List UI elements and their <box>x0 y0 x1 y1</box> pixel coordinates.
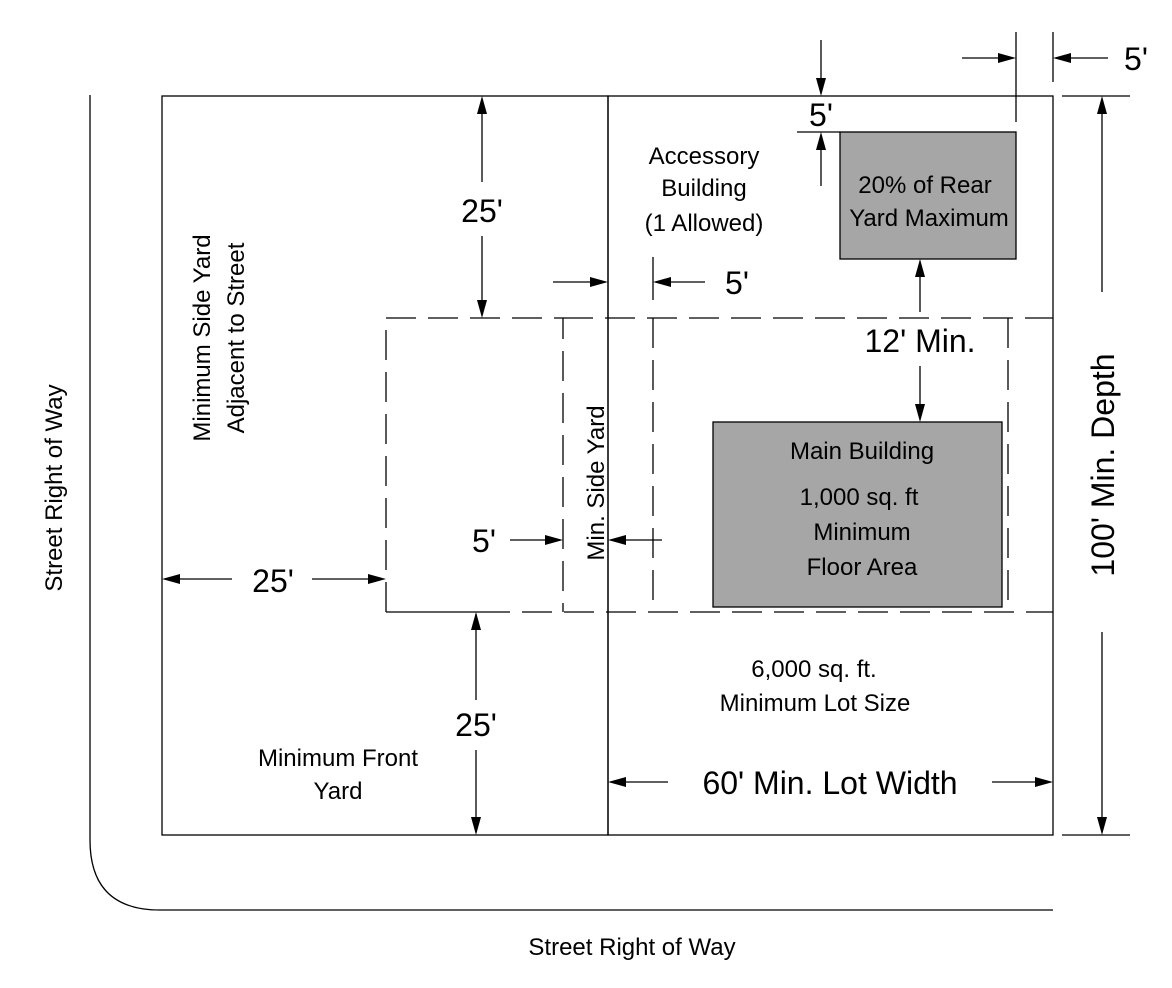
street-row-bottom-label: Street Right of Way <box>528 934 735 961</box>
main-building-floor-area: Floor Area <box>807 554 918 581</box>
rear-yard-max-label-line2: Yard Maximum <box>849 205 1009 232</box>
main-building-minimum: Minimum <box>813 519 910 546</box>
separation-label: 12' Min. <box>864 323 975 359</box>
street-curb-line <box>89 95 1053 911</box>
interior-side-setback-label: 5' <box>472 523 496 559</box>
corner-lot-buildable-envelope <box>385 317 564 612</box>
accessory-right-setback-label: 5' <box>1124 41 1148 77</box>
accessory-side-setback-label: 5' <box>725 265 749 301</box>
corner-lot-outline <box>161 95 609 836</box>
rear-yard-max-label-line1: 20% of Rear <box>858 172 991 199</box>
lot-size-label-line1: 6,000 sq. ft. <box>751 656 876 683</box>
main-building-area: 1,000 sq. ft <box>800 484 919 511</box>
accessory-label-line2: Building <box>661 175 746 202</box>
depth-label: 100' Min. Depth <box>1085 353 1121 576</box>
accessory-label-line3: (1 Allowed) <box>645 210 764 237</box>
interior-side-setback-dimension <box>510 535 662 545</box>
separation-dimension <box>915 259 925 422</box>
lot-size-label-line2: Minimum Lot Size <box>720 690 911 717</box>
street-side-setback-label: 25' <box>252 563 294 599</box>
front-setback-label: 25' <box>455 707 497 743</box>
accessory-right-setback-dimension <box>962 32 1108 122</box>
interior-lot-outline <box>607 95 1054 836</box>
accessory-side-setback-dimension <box>553 257 705 300</box>
street-side-setback-dimension <box>162 574 386 584</box>
lot-width-dimension <box>608 777 1053 787</box>
main-building-title: Main Building <box>790 438 934 465</box>
street-side-yard-label-line1: Minimum Side Yard <box>189 234 216 441</box>
rear-setback-label: 25' <box>461 193 503 229</box>
accessory-building <box>839 131 1017 260</box>
main-building <box>712 421 1003 608</box>
accessory-rear-setback-dimension <box>797 40 840 186</box>
depth-dimension <box>1062 95 1130 836</box>
interior-side-yard-label: Min. Side Yard <box>583 405 610 560</box>
accessory-label-line1: Accessory <box>649 143 760 170</box>
accessory-rear-setback-label: 5' <box>809 97 833 133</box>
front-yard-label-line1: Minimum Front <box>258 745 418 772</box>
street-row-left-label: Street Right of Way <box>41 384 68 591</box>
front-yard-label-line2: Yard <box>314 778 363 805</box>
rear-setback-dimension <box>477 96 487 318</box>
front-setback-dimension <box>471 612 481 835</box>
street-side-yard-label-line2: Adjacent to Street <box>223 242 250 433</box>
lot-width-label: 60' Min. Lot Width <box>702 765 957 801</box>
